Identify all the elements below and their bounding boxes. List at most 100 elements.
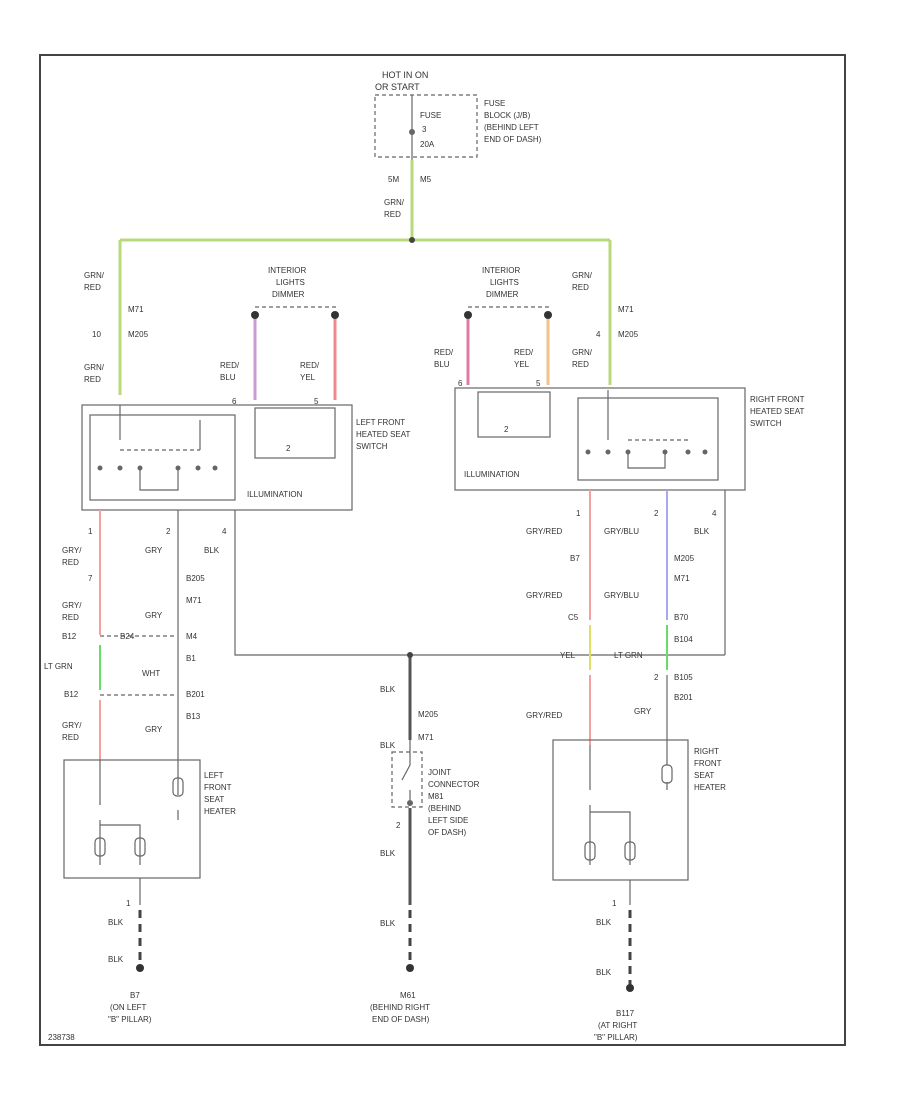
joint-connector-outline: [391, 751, 423, 808]
left-c3: M71: [186, 596, 202, 605]
mid-c2: M71: [418, 733, 434, 742]
left-wire-b: GRY: [145, 611, 163, 620]
right-heater-name-3: SEAT: [694, 771, 714, 780]
right-illum-pin: 2: [504, 425, 509, 434]
right-red-blu-1: RED/: [434, 348, 454, 357]
fuse-number: 3: [422, 125, 427, 134]
right-switch-box: [454, 387, 746, 491]
right-out-pin-2: 2: [654, 509, 659, 518]
fuse-label: FUSE: [420, 111, 441, 120]
right-wire1c: GRY/RED: [526, 711, 563, 720]
left-feed-conn-2: M205: [128, 330, 149, 339]
left-heater-pin: 1: [126, 899, 131, 908]
left-c5: B24: [120, 632, 135, 641]
jc-6: OF DASH): [428, 828, 467, 837]
left-c6: M4: [186, 632, 198, 641]
left-feed-conn-1: M71: [128, 305, 144, 314]
fuse-block-desc-4: END OF DASH): [484, 135, 542, 144]
left-red-blu-1: RED/: [220, 361, 240, 370]
right-dimmer-label-1: INTERIOR: [482, 266, 520, 275]
right-wire1: GRY/RED: [526, 527, 563, 536]
right-heater-name-2: FRONT: [694, 759, 722, 768]
fuse-block-outline: [374, 94, 478, 158]
power-wire-color-1: GRN/: [384, 198, 405, 207]
right-c7: B201: [674, 693, 693, 702]
left-switch-name-1: LEFT FRONT: [356, 418, 405, 427]
left-switch-pin-6: 6: [232, 397, 237, 406]
left-lt-grn: LT GRN: [44, 662, 73, 671]
left-gnd-3: "B" PILLAR): [108, 1015, 152, 1024]
left-wire-e: GRY: [145, 725, 163, 734]
left-heater-name-4: HEATER: [204, 807, 236, 816]
mid-gnd-2: (BEHIND RIGHT: [370, 1003, 430, 1012]
right-gnd-3: "B" PILLAR): [594, 1033, 638, 1042]
left-c4: B12: [62, 632, 77, 641]
right-feed-wire-1: GRN/: [572, 271, 593, 280]
right-c5: B104: [674, 635, 693, 644]
fuse-block-desc-2: BLOCK (J/B): [484, 111, 531, 120]
left-wire1b-1: GRY/: [62, 601, 82, 610]
left-wire1-1: GRY/: [62, 546, 82, 555]
right-heater-wire2: BLK: [596, 968, 612, 977]
right-wire1b: GRY/RED: [526, 591, 563, 600]
left-c2: B205: [186, 574, 205, 583]
left-wire2: GRY: [145, 546, 163, 555]
left-switch-illum: ILLUMINATION: [247, 490, 303, 499]
left-c1: 7: [88, 574, 93, 583]
left-out-pin-1: 1: [88, 527, 93, 536]
right-yel: YEL: [560, 651, 576, 660]
right-heater-name-4: HEATER: [694, 783, 726, 792]
left-wire1c-2: RED: [62, 733, 79, 742]
mid-wire-b: BLK: [380, 741, 396, 750]
fuse-pin-a: 5M: [388, 175, 399, 184]
right-c2: M205: [674, 554, 695, 563]
right-wire3: BLK: [694, 527, 710, 536]
left-out-pin-4: 4: [222, 527, 227, 536]
left-wire-d: WHT: [142, 669, 160, 678]
left-dimmer-label-3: DIMMER: [272, 290, 305, 299]
left-wire1c-1: GRY/: [62, 721, 82, 730]
left-illum-pin: 2: [286, 444, 291, 453]
right-feed-conn-2: M205: [618, 330, 639, 339]
left-switch-pin-5: 5: [314, 397, 319, 406]
right-switch-wire-2: RED: [572, 360, 589, 369]
reference-code: 238738: [48, 1033, 75, 1042]
left-red-yel-1: RED/: [300, 361, 320, 370]
right-red-yel-1: RED/: [514, 348, 534, 357]
mid-c1: M205: [418, 710, 439, 719]
left-switch-wire-2: RED: [84, 375, 101, 384]
right-gnd-1: B117: [616, 1009, 635, 1018]
right-feed-conn-1: M71: [618, 305, 634, 314]
jc-2: CONNECTOR: [428, 780, 480, 789]
mid-gnd-1: M61: [400, 991, 416, 1000]
right-switch-name-1: RIGHT FRONT: [750, 395, 805, 404]
left-wire1b-2: RED: [62, 613, 79, 622]
power-bus-wire: [118, 160, 612, 395]
left-switch-wire-1: GRN/: [84, 363, 105, 372]
left-out-pin-2: 2: [166, 527, 171, 536]
right-red-yel-2: YEL: [514, 360, 530, 369]
fuse-block-desc-3: (BEHIND LEFT: [484, 123, 539, 132]
right-c8: 2: [654, 673, 659, 682]
right-heater-wire: BLK: [596, 918, 612, 927]
left-heater-box: [63, 759, 201, 879]
left-feed-wire-1: GRN/: [84, 271, 105, 280]
fuse-block-desc-1: FUSE: [484, 99, 505, 108]
power-label-2: OR START: [375, 82, 420, 92]
left-c8: B201: [186, 690, 205, 699]
right-wire2: GRY/BLU: [604, 527, 639, 536]
right-switch-pin-6: 6: [458, 379, 463, 388]
right-wire-e: GRY: [634, 707, 652, 716]
right-gnd-2: (AT RIGHT: [598, 1021, 637, 1030]
right-switch-wire-1: GRN/: [572, 348, 593, 357]
left-gnd-1: B7: [130, 991, 140, 1000]
right-c4: B70: [674, 613, 689, 622]
mid-pin: 2: [396, 821, 401, 830]
mid-gnd-3: END OF DASH): [372, 1015, 430, 1024]
right-heater-name-1: RIGHT: [694, 747, 719, 756]
mid-wire-d: BLK: [380, 919, 396, 928]
fuse-pin-b: M5: [420, 175, 432, 184]
right-heater-box: [552, 739, 689, 881]
left-heater-wire2: BLK: [108, 955, 124, 964]
jc-5: LEFT SIDE: [428, 816, 468, 825]
